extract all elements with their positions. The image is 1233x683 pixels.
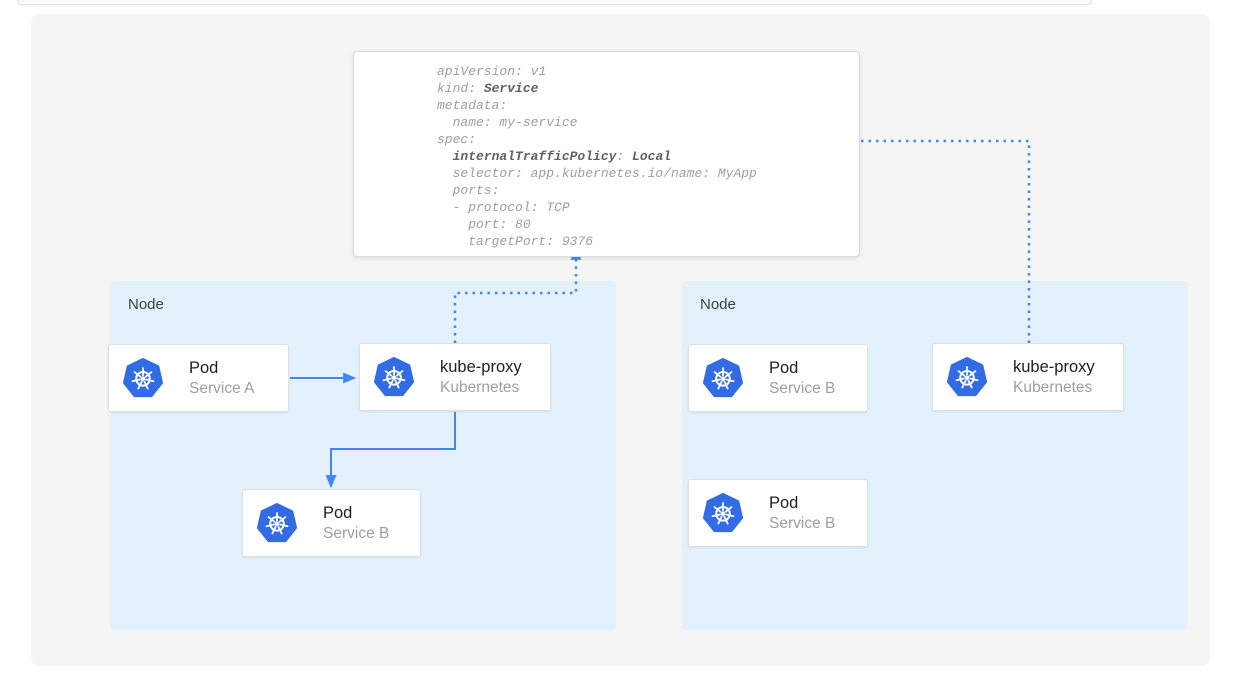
kubernetes-icon xyxy=(703,357,743,399)
card-title: Pod xyxy=(189,359,219,377)
kubernetes-icon xyxy=(374,356,414,398)
top-divider xyxy=(17,0,1092,5)
node-right-label: Node xyxy=(700,296,736,313)
card-title: kube-proxy xyxy=(1013,358,1095,376)
node-right: Node xyxy=(682,281,1188,630)
card-title: Pod xyxy=(769,359,799,377)
kubernetes-icon xyxy=(703,492,743,534)
card-subtitle: Service B xyxy=(323,525,390,542)
node-left-label: Node xyxy=(128,296,164,313)
card-kube-proxy-left: kube-proxy Kubernetes xyxy=(359,343,551,411)
card-pod-service-b-left: Pod Service B xyxy=(242,489,421,557)
card-subtitle: Service B xyxy=(769,515,836,532)
card-title: kube-proxy xyxy=(440,358,522,376)
card-pod-service-b-right-bottom: Pod Service B xyxy=(688,479,868,547)
card-subtitle: Kubernetes xyxy=(440,379,520,396)
card-pod-service-a: Pod Service A xyxy=(108,344,289,412)
card-subtitle: Kubernetes xyxy=(1013,379,1093,396)
kubernetes-icon xyxy=(123,357,163,399)
card-title: Pod xyxy=(323,504,353,522)
node-left: Node xyxy=(110,281,616,630)
kubernetes-icon xyxy=(947,356,987,398)
kubernetes-icon xyxy=(257,502,297,544)
card-subtitle: Service A xyxy=(189,380,255,397)
card-kube-proxy-right: kube-proxy Kubernetes xyxy=(932,343,1124,411)
card-subtitle: Service B xyxy=(769,380,836,397)
card-pod-service-b-right-top: Pod Service B xyxy=(688,344,868,412)
card-title: Pod xyxy=(769,494,799,512)
